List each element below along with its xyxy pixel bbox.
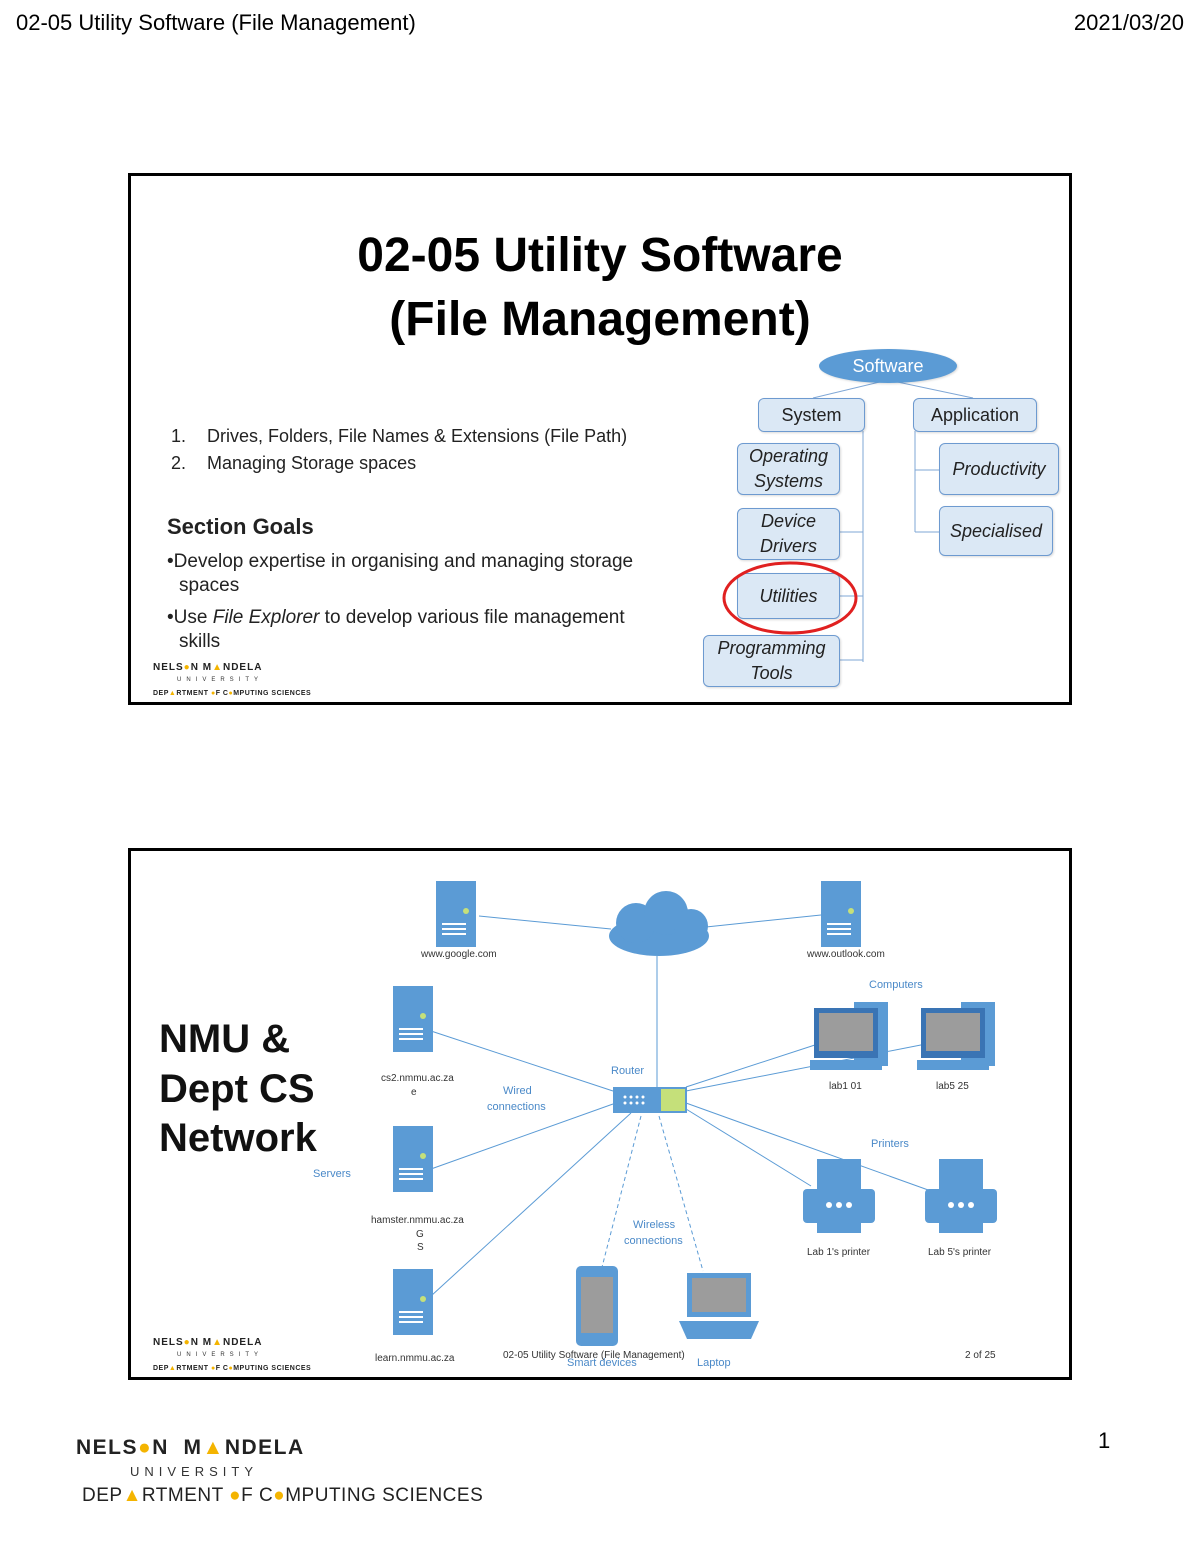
- label-google: www.google.com: [421, 949, 497, 960]
- productivity-node: Productivity: [939, 443, 1059, 495]
- label-hamster: hamster.nmmu.ac.za: [371, 1215, 464, 1226]
- network-diagram: [393, 881, 997, 1346]
- slide-2-page-of: 2 of 25: [965, 1350, 996, 1361]
- server-icon-outlook: [821, 881, 861, 947]
- slide-1-logo: NELS●N M▲NDELA UNIVERSITY DEP▲RTMENT ●F …: [153, 662, 312, 697]
- label-hamster-s: S: [417, 1242, 424, 1253]
- slide-1-title-line1: 02-05 Utility Software: [357, 229, 843, 282]
- goal-2-pre: Use: [173, 607, 213, 628]
- os-line1: Operating: [748, 446, 829, 466]
- slide-2-footer: 02-05 Utility Software (File Management): [503, 1350, 685, 1361]
- printer-icon-lab1: [803, 1159, 875, 1233]
- slide-2-logo: NELS●N M▲NDELA UNIVERSITY DEP▲RTMENT ●F …: [153, 1337, 312, 1372]
- goal-1: •Develop expertise in organising and man…: [167, 551, 634, 572]
- device-drivers-node: Device Drivers: [737, 508, 840, 560]
- laptop-icon: [679, 1273, 759, 1339]
- label-servers: Servers: [313, 1168, 351, 1180]
- label-wired-1: Wired: [503, 1085, 532, 1097]
- software-node: Software: [819, 349, 957, 383]
- label-learn: learn.nmmu.ac.za: [375, 1353, 455, 1364]
- dd-line1: Device: [760, 511, 817, 531]
- programming-tools-node: Programming Tools: [703, 635, 840, 687]
- page-header-date: 2021/03/20: [1073, 10, 1184, 35]
- goal-2-post: to develop various file management: [319, 607, 625, 628]
- label-lab5-printer: Lab 5's printer: [928, 1247, 992, 1258]
- label-laptop: Laptop: [697, 1357, 731, 1369]
- application-node: Application: [913, 398, 1037, 432]
- label-lab1-printer: Lab 1's printer: [807, 1247, 871, 1258]
- internet-cloud-icon: [609, 891, 709, 956]
- server-icon-google: [436, 881, 476, 947]
- computer-icon-lab5: [917, 1002, 995, 1070]
- operating-systems-node: Operating Systems: [737, 443, 840, 495]
- label-lab525: lab5 25: [936, 1081, 969, 1092]
- server-icon-cs2: [393, 986, 433, 1052]
- goal-2: •Use File Explorer to develop various fi…: [167, 607, 625, 628]
- server-icon-hamster: [393, 1126, 433, 1192]
- topic-1-number: 1.: [171, 426, 187, 446]
- router-icon: [613, 1087, 687, 1113]
- label-wired-2: connections: [487, 1101, 546, 1113]
- slide-2-title-line3: Network: [159, 1116, 317, 1160]
- page-header-title: 02-05 Utility Software (File Management): [16, 10, 416, 35]
- topic-2-number: 2.: [171, 453, 187, 473]
- label-hamster-g: G: [416, 1229, 424, 1240]
- label-printers: Printers: [871, 1138, 909, 1150]
- dd-line2: Drivers: [760, 536, 817, 556]
- slide-2: NMU & Dept CS Network: [128, 848, 1072, 1380]
- goal-2-emphasis: File Explorer: [212, 607, 320, 628]
- label-wireless-2: connections: [624, 1235, 683, 1247]
- goal-2-line2: skills: [179, 631, 221, 652]
- slide-2-title-line2: Dept CS: [159, 1067, 315, 1111]
- label-lab01: lab1 01: [829, 1081, 862, 1092]
- label-computers: Computers: [869, 979, 923, 991]
- topic-1-text: Drives, Folders, File Names & Extensions…: [207, 426, 628, 446]
- label-cs2: cs2.nmmu.ac.za: [381, 1073, 454, 1084]
- label-cs2-suffix: e: [411, 1087, 417, 1098]
- slide-1: 02-05 Utility Software (File Management)…: [128, 173, 1072, 705]
- hierarchy-connectors: [812, 379, 974, 662]
- label-outlook: www.outlook.com: [807, 949, 885, 960]
- page-number: 1: [1098, 1428, 1111, 1453]
- label-smart-devices: Smart devices: [567, 1357, 637, 1369]
- footer-logo: NELS●N M▲NDELA UNIVERSITY DEP▲RTMENT ●F …: [76, 1436, 484, 1506]
- slide-2-title-line1: NMU &: [159, 1017, 291, 1061]
- utilities-node: Utilities: [737, 573, 840, 619]
- utilities-highlight-ellipse: [722, 561, 858, 635]
- computer-icon-lab1: [810, 1002, 888, 1070]
- goal-1-line1: Develop expertise in organising and mana…: [173, 551, 634, 572]
- specialised-node: Specialised: [939, 506, 1053, 556]
- system-node: System: [758, 398, 865, 432]
- pt-line1: Programming: [717, 638, 826, 658]
- label-wireless-1: Wireless: [633, 1219, 676, 1231]
- label-router: Router: [611, 1065, 645, 1077]
- smart-device-icon: [576, 1266, 618, 1346]
- section-goals-heading: Section Goals: [167, 514, 314, 539]
- server-icon-learn: [393, 1269, 433, 1335]
- slide-1-title-line2: (File Management): [389, 293, 811, 346]
- printer-icon-lab5: [925, 1159, 997, 1233]
- pt-line2: Tools: [750, 663, 793, 683]
- os-line2: Systems: [753, 471, 823, 491]
- goal-1-line2: spaces: [179, 575, 240, 596]
- topic-2-text: Managing Storage spaces: [207, 453, 417, 473]
